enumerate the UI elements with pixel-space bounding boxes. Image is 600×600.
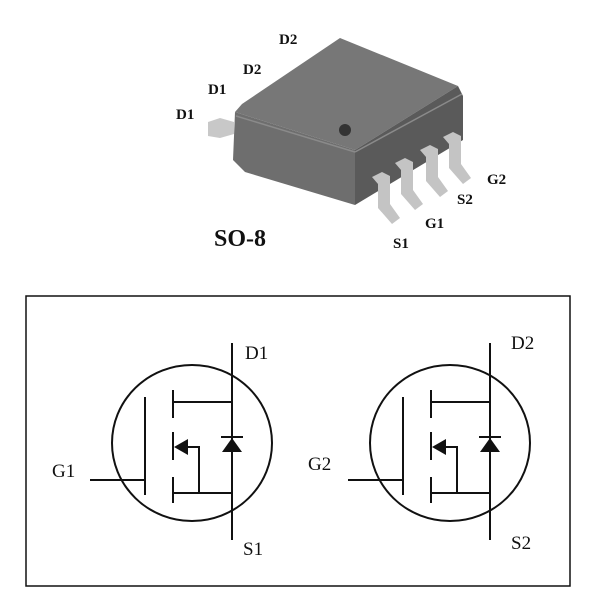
schematic-frame (25, 295, 571, 587)
package-front-face (233, 112, 355, 205)
pin-label-d2: D2 (279, 32, 297, 48)
pin-label-d1: D1 (176, 107, 194, 123)
pin-label-s2: S2 (457, 192, 473, 208)
package-name: SO-8 (214, 226, 266, 252)
pin-d1-lead (208, 118, 234, 138)
pin-label-d2: D2 (243, 62, 261, 78)
label-gate: G1 (52, 461, 75, 482)
label-drain: D1 (245, 343, 268, 364)
pin1-dot (339, 124, 351, 136)
pin-label-g2: G2 (487, 172, 506, 188)
pin-label-d1: D1 (208, 82, 226, 98)
mosfet-2: D2 G2 S2 (308, 333, 534, 554)
label-drain: D2 (511, 333, 534, 354)
pin-label-g1: G1 (425, 216, 444, 232)
so8-package: D1 D1 D2 D2 S1 G1 S2 G2 SO-8 (176, 32, 506, 252)
mosfet-circle (111, 364, 273, 522)
label-source: S1 (243, 539, 263, 560)
label-source: S2 (511, 533, 531, 554)
package-right-pins (372, 132, 471, 224)
pin-label-s1: S1 (393, 236, 409, 252)
body-diode-icon (480, 438, 500, 452)
package-top-face (235, 38, 458, 150)
mosfet-1: D1 G1 S1 (52, 343, 273, 560)
body-diode-icon (222, 438, 242, 452)
channel-arrow-icon (432, 439, 446, 455)
channel-arrow-icon (174, 439, 188, 455)
mosfet-circle (369, 364, 531, 522)
label-gate: G2 (308, 454, 331, 475)
